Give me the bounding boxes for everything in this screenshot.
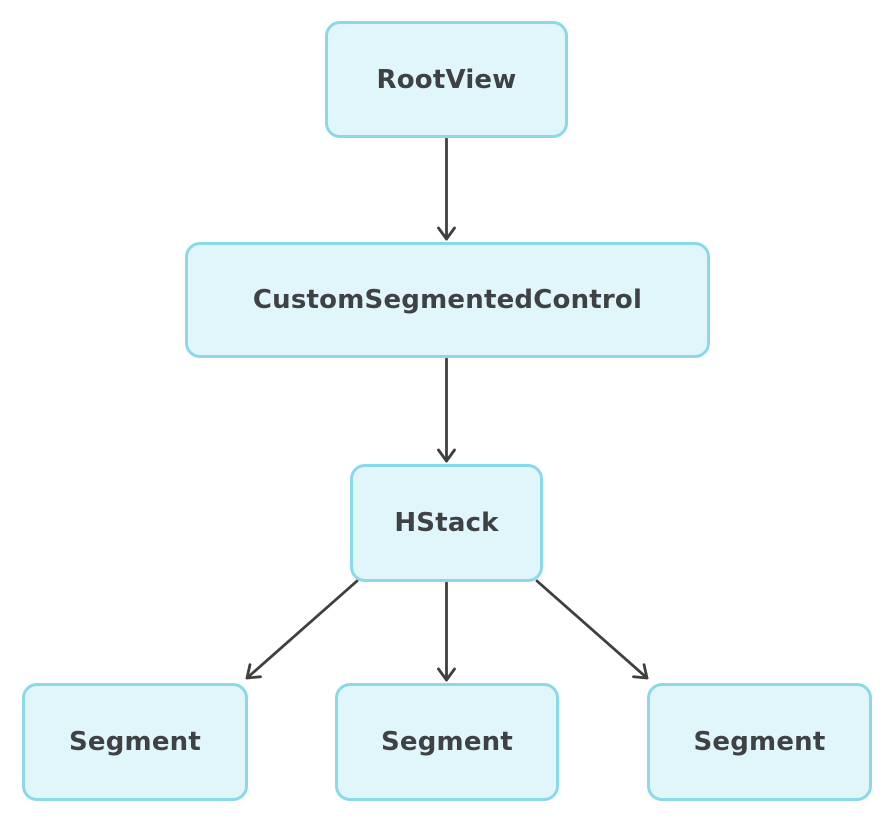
node-hstack: HStack — [350, 464, 543, 582]
edge-hstack-segment-3 — [535, 579, 649, 680]
node-segment-3-label: Segment — [693, 727, 826, 757]
node-segment-2-label: Segment — [380, 727, 514, 757]
node-segment-1: Segment — [22, 683, 248, 801]
node-customsegmentedcontrol: CustomSegmentedControl — [185, 242, 710, 358]
edge-hstack-segment-1 — [245, 579, 359, 680]
node-rootview: RootView — [325, 21, 568, 138]
node-segment-3: Segment — [647, 683, 872, 801]
node-hstack-label: HStack — [394, 508, 499, 538]
node-segment-2: Segment — [335, 683, 559, 801]
node-segment-1-label: Segment — [68, 727, 202, 757]
node-customsegmentedcontrol-label: CustomSegmentedControl — [252, 285, 643, 315]
node-rootview-label: RootView — [376, 64, 517, 95]
